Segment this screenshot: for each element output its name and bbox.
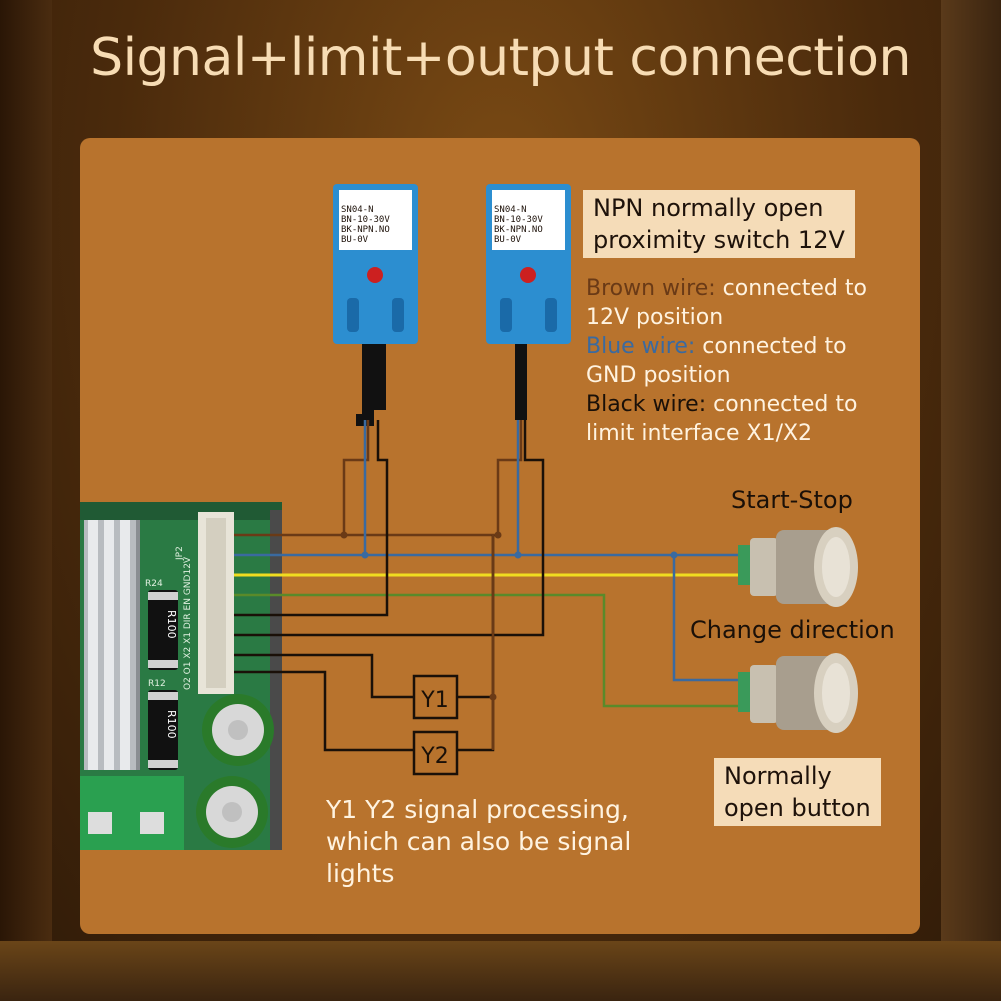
- y1-label: Y1: [420, 688, 448, 713]
- brown-wire-text-2: 12V position: [586, 305, 724, 330]
- proximity-sensor-icon: [486, 184, 571, 420]
- brown-wire-label: Brown wire:: [586, 276, 716, 301]
- resistor-r12: [148, 690, 178, 770]
- start-stop-label: Start-Stop: [731, 486, 853, 514]
- button-note-line-1: Normally: [724, 762, 832, 790]
- bottom-edge: [0, 941, 1001, 1001]
- signal-note: Y1 Y2 signal processing, which can also …: [326, 794, 631, 890]
- r100-label-b: R100: [165, 710, 178, 739]
- resistor-r24: [148, 590, 178, 670]
- r12-label: R12: [148, 679, 166, 689]
- r24-label: R24: [145, 579, 163, 589]
- signal-note-line-3: lights: [326, 859, 395, 888]
- sensor-right-line-2: BN-10-30V: [494, 215, 543, 225]
- left-edge: [0, 0, 52, 1001]
- blue-wire-label: Blue wire:: [586, 334, 696, 359]
- black-wire-text: connected to: [713, 392, 858, 417]
- change-direction-label: Change direction: [690, 616, 895, 644]
- npn-note: NPN normally open proximity switch 12V: [583, 190, 855, 258]
- push-button-icon: [738, 527, 858, 607]
- jp2-label: JP2: [175, 546, 185, 561]
- sensor-left-line-2: BN-10-30V: [341, 215, 390, 225]
- wire-legend: Brown wire: connected to 12V position Bl…: [586, 274, 867, 448]
- r100-label-a: R100: [165, 610, 178, 639]
- y2-label: Y2: [420, 744, 448, 769]
- sensor-left-line-3: BK-NPN.NO: [341, 225, 390, 235]
- sensor-left-line-4: BU-0V: [341, 235, 369, 245]
- sensor-left-label: SN04-N BN-10-30V BK-NPN.NO BU-0V: [341, 205, 390, 245]
- controller-board: R24 R12 R100 R100 O2 O1 X2 X1 DIR EN GND…: [80, 502, 282, 850]
- y1-box: Y1: [412, 674, 459, 720]
- sensor-right-label: SN04-N BN-10-30V BK-NPN.NO BU-0V: [494, 205, 543, 245]
- terminal-block-icon: [80, 776, 184, 850]
- y2-box: Y2: [412, 730, 459, 776]
- button-note-line-2: open button: [724, 794, 871, 822]
- push-button-icon: [738, 653, 858, 733]
- npn-note-line-1: NPN normally open: [593, 194, 824, 222]
- npn-note-line-2: proximity switch 12V: [593, 226, 845, 254]
- capacitor-icon: [196, 694, 274, 848]
- heatsink-icon: [84, 520, 140, 770]
- blue-wire-text: connected to: [702, 334, 847, 359]
- wires: [234, 420, 750, 752]
- signal-note-line-1: Y1 Y2 signal processing,: [326, 795, 629, 824]
- proximity-sensor-icon: [333, 184, 418, 426]
- sensor-right-line-4: BU-0V: [494, 235, 522, 245]
- sensor-right-line-3: BK-NPN.NO: [494, 225, 543, 235]
- sensor-left-line-1: SN04-N: [341, 205, 374, 215]
- brown-wire-text: connected to: [722, 276, 867, 301]
- right-edge: [941, 0, 1001, 1001]
- signal-note-line-2: which can also be signal: [326, 827, 632, 856]
- button-note: Normally open button: [714, 758, 881, 826]
- header-connector: [198, 512, 234, 694]
- header-pin-labels: O2 O1 X2 X1 DIR EN GND12V: [183, 556, 193, 690]
- black-wire-text-2: limit interface X1/X2: [586, 421, 813, 446]
- page-title: Signal+limit+output connection: [90, 28, 911, 88]
- sensor-right-line-1: SN04-N: [494, 205, 527, 215]
- black-wire-label: Black wire:: [586, 392, 707, 417]
- blue-wire-text-2: GND position: [586, 363, 731, 388]
